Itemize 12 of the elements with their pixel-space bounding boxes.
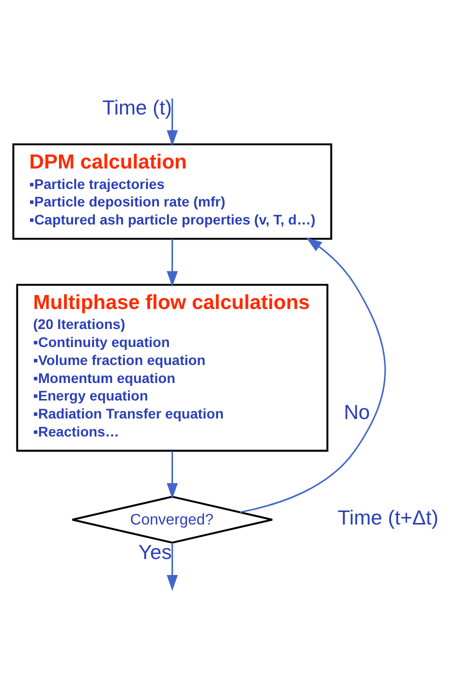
node-diamond: Converged? [71, 496, 274, 544]
node-box: Multiphase flow calculations (20 Iterations) ▪Continuity equation ▪Volume fraction equation ▪Momentum equation ▪Energy equation ▪Radiation Transfer equation ▪Reactions… [16, 284, 328, 452]
arrow [166, 238, 178, 287]
arrow [166, 451, 178, 499]
node-box: DPM calculation ▪Particle trajectories ▪Particle deposition rate (mfr) ▪Captured ash particle properties (v, T, d…) [12, 143, 332, 240]
edge-label: No [344, 402, 370, 424]
label: Time (t+Δt) [338, 508, 438, 530]
arrow [166, 98, 178, 146]
edge-label: Yes [138, 542, 172, 564]
arrow [166, 542, 178, 591]
arrow [240, 238, 386, 513]
edge-label: Time (t) [102, 97, 172, 120]
